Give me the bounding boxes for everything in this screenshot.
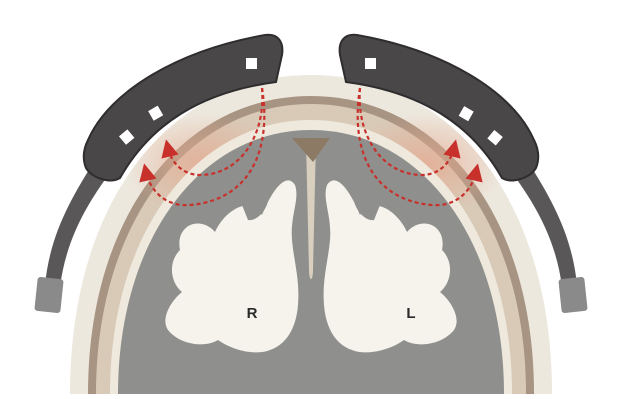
- left-sensor-connector: [558, 277, 587, 314]
- left-optode-source: [365, 58, 376, 69]
- right-sensor-connector: [34, 277, 63, 314]
- right-hemisphere-label: R: [247, 305, 258, 322]
- right-optode-source: [246, 58, 257, 69]
- left-hemisphere-label: L: [406, 305, 415, 322]
